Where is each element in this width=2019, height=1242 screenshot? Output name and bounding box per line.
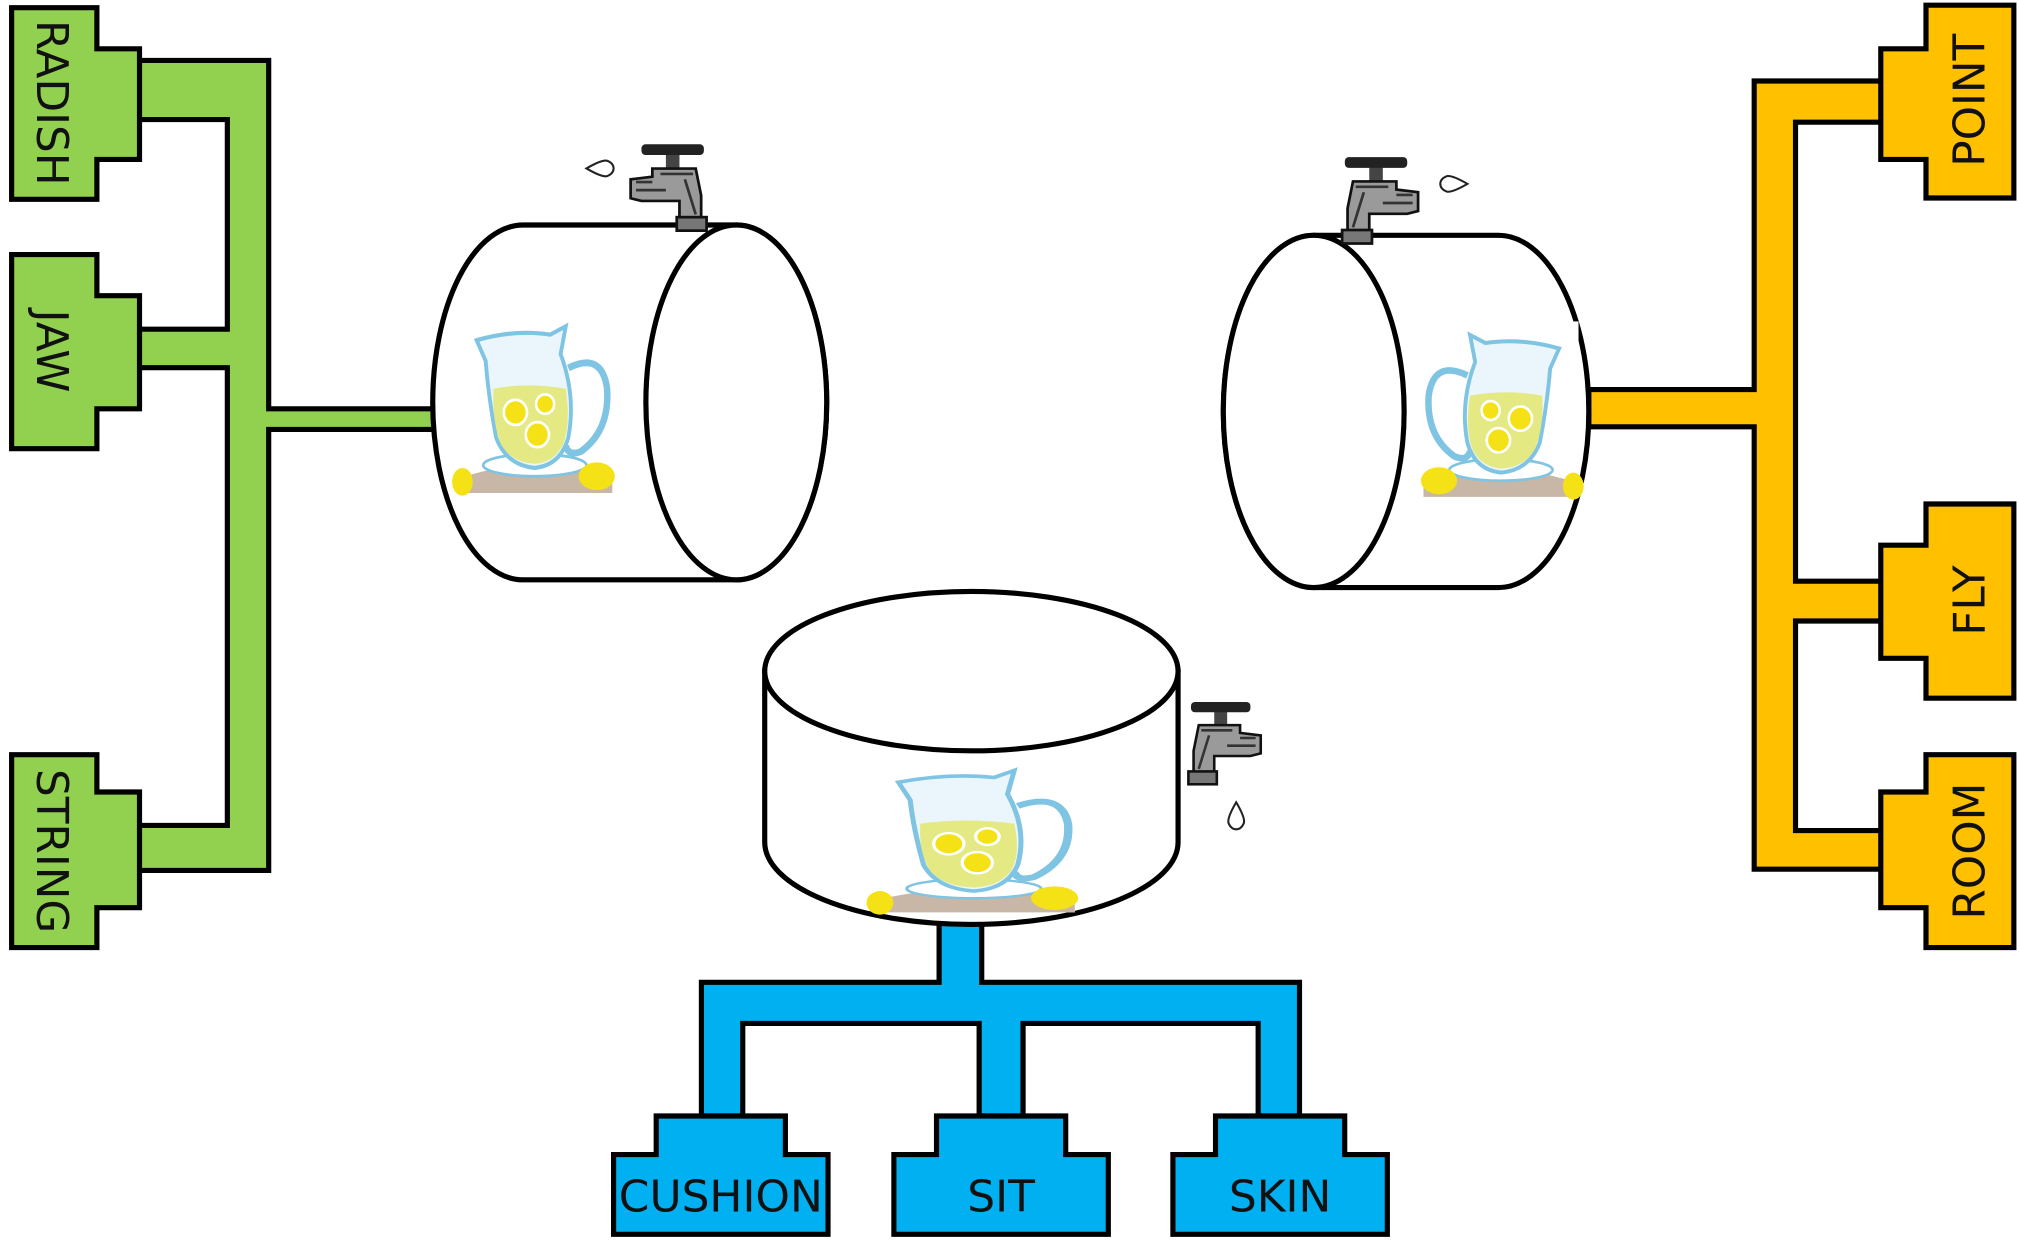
water-drop-icon (1440, 176, 1467, 192)
right-pipe-network (1589, 81, 1922, 869)
faucet-icon (631, 144, 707, 230)
left-tab-radish[interactable]: RADISH (12, 8, 140, 200)
bottom-tab-skin[interactable]: SKIN (1173, 1116, 1387, 1234)
left-tank (433, 144, 827, 580)
tab-label: CUSHION (619, 1172, 823, 1223)
bottom-tank (765, 591, 1261, 924)
tab-label: ROOM (1944, 783, 1995, 920)
faucet-icon (1188, 702, 1260, 784)
water-drop-icon (586, 161, 613, 177)
bottom-tab-cushion[interactable]: CUSHION (614, 1116, 828, 1234)
faucet-icon (1342, 157, 1418, 243)
right-tab-fly[interactable]: FLY (1881, 504, 2014, 698)
lemonade-pitcher-icon (452, 312, 615, 495)
left-pipe-network (98, 60, 436, 870)
right-tank (1223, 157, 1589, 587)
left-tab-jaw[interactable]: JAW (12, 255, 140, 449)
tab-label: FLY (1944, 565, 1995, 636)
bottom-tab-sit[interactable]: SIT (894, 1116, 1108, 1234)
water-drop-icon (1228, 802, 1244, 829)
tab-label: RADISH (26, 20, 77, 186)
lemonade-pitcher-icon (1421, 321, 1584, 499)
tab-label: POINT (1944, 34, 1995, 167)
tab-label: STRING (26, 769, 77, 933)
tab-label: SKIN (1229, 1172, 1331, 1223)
tab-label: JAW (26, 307, 77, 393)
tab-label: SIT (967, 1172, 1035, 1223)
right-tab-room[interactable]: ROOM (1881, 755, 2014, 948)
left-tab-string[interactable]: STRING (12, 755, 140, 948)
bottom-pipe-network (701, 923, 1299, 1116)
right-tab-point[interactable]: POINT (1881, 5, 2014, 198)
lemonade-pitcher-icon (867, 759, 1079, 915)
